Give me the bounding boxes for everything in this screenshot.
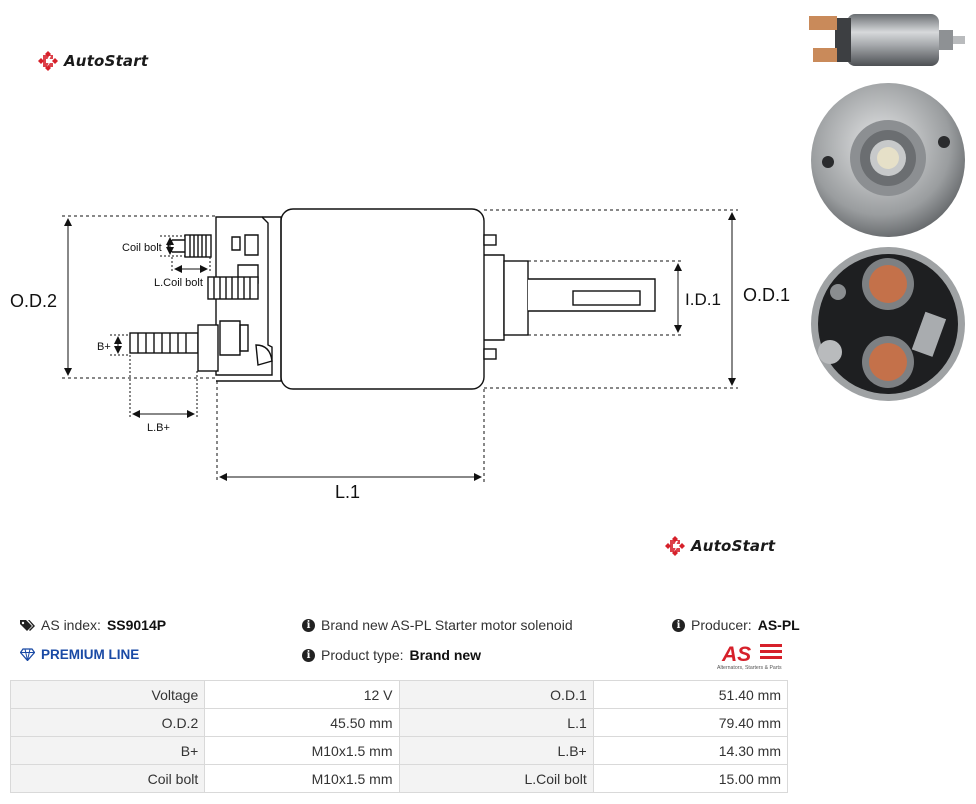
as-index-value: SS9014P xyxy=(106,617,167,633)
product-photo-side xyxy=(809,14,965,66)
product-type-label: Product type: xyxy=(321,647,404,663)
premium-line: PREMIUM LINE xyxy=(20,647,139,662)
spec-value: M10x1.5 mm xyxy=(204,736,400,765)
description-text: Brand new AS-PL Starter motor solenoid xyxy=(321,617,573,633)
autostart-logo-icon xyxy=(38,51,58,71)
product-type: i Product type: Brand new xyxy=(302,647,481,663)
product-description: i Brand new AS-PL Starter motor solenoid xyxy=(302,617,573,633)
spec-value: 12 V xyxy=(204,680,400,709)
table-row: Coil bolt M10x1.5 mm L.Coil bolt 15.00 m… xyxy=(9,764,789,793)
autostart-logo: AutoStart xyxy=(37,50,148,72)
tags-icon xyxy=(20,619,35,631)
autostart-logo-text: AutoStart xyxy=(64,52,149,70)
product-type-value: Brand new xyxy=(409,647,482,663)
l-b-plus-label: L.B+ xyxy=(147,422,170,434)
product-photo-front xyxy=(811,83,965,237)
id1-label: I.D.1 xyxy=(685,290,721,309)
spec-label: L.1 xyxy=(398,708,594,737)
autostart-logo-text: AutoStart xyxy=(691,537,776,555)
autostart-logo-secondary: AutoStart xyxy=(664,535,775,557)
l1-label: L.1 xyxy=(335,482,360,502)
diamond-icon xyxy=(20,648,35,661)
l-coil-bolt-label: L.Coil bolt xyxy=(154,277,203,289)
spec-value: 51.40 mm xyxy=(592,680,789,709)
spec-value: 15.00 mm xyxy=(592,764,789,793)
specs-table: Voltage 12 V O.D.1 51.40 mm O.D.2 45.50 … xyxy=(9,680,789,793)
info-icon: i xyxy=(302,618,315,632)
info-icon: i xyxy=(302,648,315,662)
info-icon: i xyxy=(672,618,685,632)
spec-value: 79.40 mm xyxy=(592,708,789,737)
spec-value: 45.50 mm xyxy=(204,708,400,737)
product-photo-rear xyxy=(811,247,965,401)
b-plus-stud xyxy=(129,332,199,354)
solenoid-body xyxy=(280,208,485,390)
table-row: O.D.2 45.50 mm L.1 79.40 mm xyxy=(9,708,789,737)
spec-label: O.D.1 xyxy=(398,680,594,709)
od2-label: O.D.2 xyxy=(10,291,57,311)
spec-label: B+ xyxy=(9,736,206,765)
spec-value: 14.30 mm xyxy=(592,736,789,765)
as-index-label: AS index: xyxy=(41,617,101,633)
technical-drawing: O.D.2 O.D.1 I.D.1 L.1 Coil bolt L.Coil b… xyxy=(10,208,790,502)
spec-label: L.Coil bolt xyxy=(398,764,594,793)
as-index: AS index: SS9014P xyxy=(20,617,166,633)
spec-label: Coil bolt xyxy=(9,764,206,793)
producer-value: AS-PL xyxy=(757,617,800,633)
table-row: Voltage 12 V O.D.1 51.40 mm xyxy=(9,680,789,709)
producer: i Producer: AS-PL xyxy=(672,617,800,633)
as-pl-logo-text: AS xyxy=(721,643,751,666)
spec-label: Voltage xyxy=(9,680,206,709)
as-pl-logo: AS Alternators, Starters & Parts xyxy=(717,643,782,671)
spec-label: O.D.2 xyxy=(9,708,206,737)
spec-label: L.B+ xyxy=(398,736,594,765)
autostart-logo-icon xyxy=(665,536,685,556)
plunger-housing xyxy=(503,260,529,336)
od1-label: O.D.1 xyxy=(743,285,790,305)
table-row: B+ M10x1.5 mm L.B+ 14.30 mm xyxy=(9,736,789,765)
spec-value: M10x1.5 mm xyxy=(204,764,400,793)
b-plus-label: B+ xyxy=(97,341,111,353)
premium-line-label: PREMIUM LINE xyxy=(41,647,140,662)
producer-label: Producer: xyxy=(691,617,752,633)
coil-bolt-label: Coil bolt xyxy=(122,242,162,254)
as-pl-logo-tagline: Alternators, Starters & Parts xyxy=(717,665,782,671)
